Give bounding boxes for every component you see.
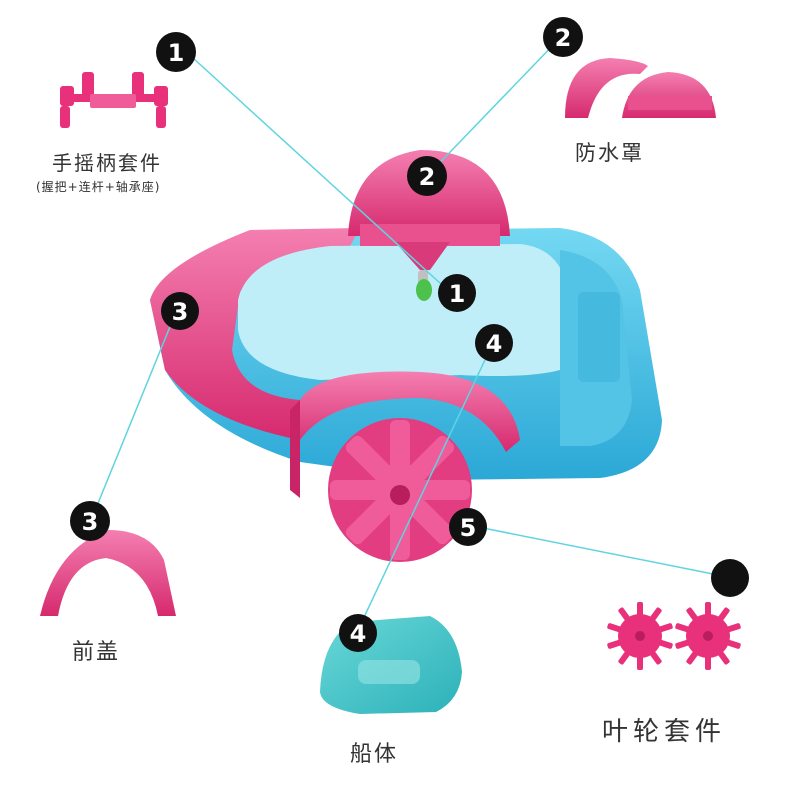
leader-line-2 (427, 39, 559, 176)
badge-1-top: 1 (156, 32, 196, 72)
badge-3-part: 3 (70, 501, 110, 541)
boat-cockpit (238, 244, 580, 380)
svg-text:1: 1 (449, 280, 466, 308)
svg-text:3: 3 (172, 298, 189, 326)
boat-image (150, 228, 662, 480)
svg-text:2: 2 (419, 163, 436, 191)
svg-text:4: 4 (486, 330, 503, 358)
boat-paddle-wheel (328, 418, 472, 562)
paddle-wheel-1 (607, 602, 673, 670)
hull-label: 船体 (350, 742, 399, 767)
badge-1-boat: 1 (438, 274, 476, 312)
svg-text:3: 3 (82, 508, 99, 536)
leader-lines (91, 39, 729, 631)
leader-line-5 (467, 524, 729, 578)
svg-text:4: 4 (350, 620, 367, 648)
front-label: 前盖 (72, 640, 121, 665)
leader-line-4 (357, 344, 493, 631)
svg-text:1: 1 (168, 39, 185, 67)
splash-cover-image (565, 58, 716, 118)
crank-label: 手摇柄套件 (52, 151, 162, 175)
svg-text:5: 5 (460, 514, 477, 542)
wheel-label: 叶轮套件 (602, 717, 727, 747)
svg-text:2: 2 (555, 24, 572, 52)
badge-2-boat: 2 (407, 156, 447, 196)
badge-4-part: 4 (339, 614, 377, 652)
badge-2-top: 2 (543, 17, 583, 57)
crank-handle-knob (416, 270, 432, 301)
crank-sublabel: (握把+连杆+轴承座) (36, 180, 161, 194)
crank-part-image (60, 72, 168, 128)
leader-line-3 (91, 311, 177, 519)
boat-wheel-housing (290, 371, 520, 498)
paddle-wheel-image (607, 602, 741, 670)
cover-label: 防水罩 (575, 141, 644, 165)
badge-5-boat: 5 (449, 508, 487, 546)
badge-5-part (711, 559, 749, 597)
front-cap-image (40, 530, 176, 616)
badge-3-boat: 3 (161, 292, 199, 330)
leader-line-1 (181, 47, 453, 295)
boat-front-rim (150, 228, 360, 440)
badge-4-boat: 4 (475, 324, 513, 362)
paddle-wheel-2 (675, 602, 741, 670)
